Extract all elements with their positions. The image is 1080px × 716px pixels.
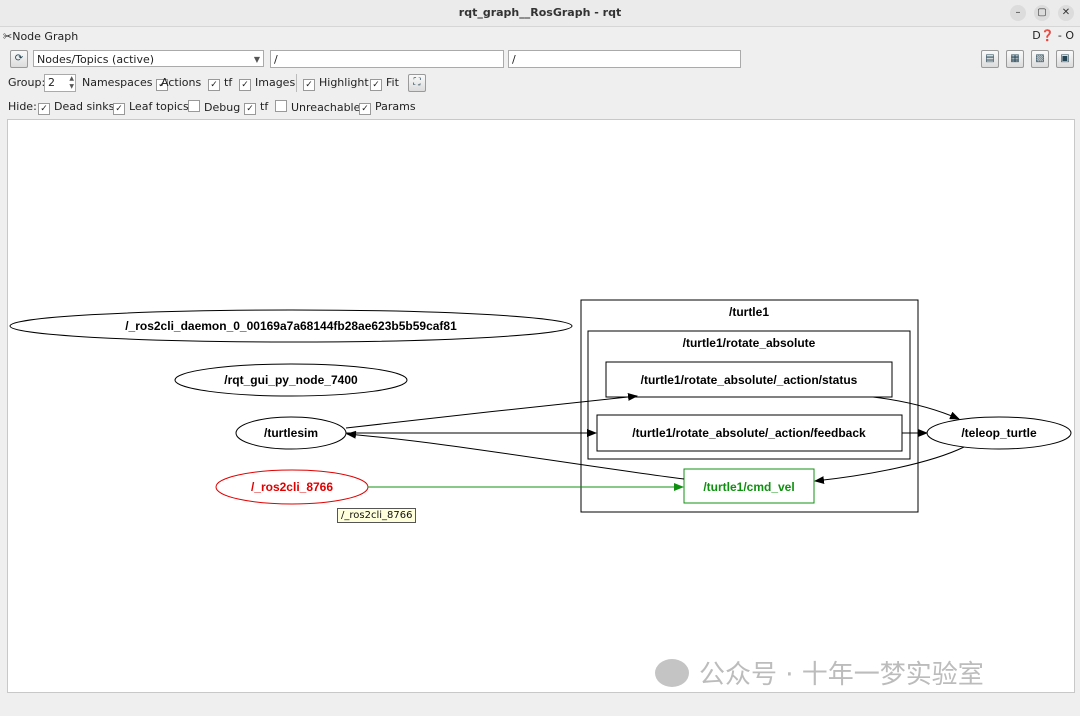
topic-action-status-label: /turtle1/rotate_absolute/_action/status — [641, 373, 858, 387]
topic-action-status[interactable] — [605, 361, 893, 398]
node-tooltip: /_ros2cli_8766 — [337, 508, 417, 523]
window-title: rqt_graph__RosGraph - rqt — [458, 6, 622, 19]
cluster-turtle1[interactable] — [580, 299, 919, 513]
checkmark-icon: ✓ — [38, 103, 50, 115]
save-dot-icon[interactable]: ▦ — [1006, 50, 1024, 68]
toolbar-row: ⟳ Nodes/Topics (active) ▼ / / ▤ ▦ ▧ ▣ — [0, 48, 1080, 70]
checkmark-icon: ✓ — [244, 103, 256, 115]
checkmark-icon: ✓ — [155, 79, 168, 91]
node-ros2cli-8766-label: /_ros2cli_8766 — [251, 480, 333, 494]
hide-options-row: Hide: ✓Dead sinks ✓Leaf topics Debug ✓tf… — [0, 97, 1080, 117]
tf-hide-checkbox[interactable]: ✓tf — [244, 100, 268, 115]
window-titlebar: rqt_graph__RosGraph - rqt – ▢ ✕ — [0, 0, 1080, 27]
debug-checkbox[interactable]: Debug — [188, 100, 240, 114]
plugin-header: ✂Node Graph D❓ - O — [0, 27, 1080, 45]
toolbar-separator — [296, 74, 297, 92]
display-mode-select[interactable]: Nodes/Topics (active) ▼ — [33, 50, 264, 67]
watermark: 公众号 · 十年一梦实验室 — [655, 654, 984, 691]
save-image-icon[interactable]: ▣ — [1056, 50, 1074, 68]
chevron-down-icon: ▼ — [253, 55, 260, 64]
actions-option-label: Actions — [161, 76, 202, 89]
graph-svg: /turtle1 /turtle1/rotate_absolute /_ros2… — [9, 299, 1072, 513]
fit-in-view-icon[interactable]: ⛶ — [408, 74, 426, 92]
group-spinbox[interactable]: 2 ▲▼ — [44, 74, 76, 92]
refresh-icon[interactable]: ⟳ — [10, 50, 28, 68]
load-dot-icon[interactable]: ▤ — [981, 50, 999, 68]
checkmark-icon: ✓ — [208, 79, 220, 91]
checkmark-icon: ✓ — [113, 103, 125, 115]
node-rqt-gui-label: /rqt_gui_py_node_7400 — [224, 373, 358, 387]
plugin-controls[interactable]: D❓ - O — [1032, 29, 1074, 42]
topic-cmd-vel-label: /turtle1/cmd_vel — [703, 480, 794, 494]
dead-sinks-checkbox[interactable]: ✓Dead sinks — [38, 100, 114, 115]
plugin-title: ✂Node Graph — [3, 30, 79, 43]
minimize-button[interactable]: – — [1010, 5, 1026, 21]
checkmark-icon: ✓ — [359, 103, 371, 115]
topic-cmd-vel[interactable] — [683, 468, 815, 504]
save-svg-icon[interactable]: ▧ — [1031, 50, 1049, 68]
cluster-rotate-absolute-label: /turtle1/rotate_absolute — [683, 336, 816, 350]
checkmark-icon: ✓ — [370, 79, 382, 91]
node-teleop-turtle-label: /teleop_turtle — [961, 426, 1037, 440]
tf-checkbox[interactable]: ✓tf — [208, 76, 232, 91]
plugin-grip-icon: ✂ — [3, 30, 13, 43]
edge-status-teleop — [872, 396, 960, 420]
close-button[interactable]: ✕ — [1058, 5, 1074, 21]
node-rqt-gui[interactable] — [174, 363, 408, 397]
fit-checkbox[interactable]: ✓Fit — [370, 76, 399, 91]
topic-filter-input[interactable]: / — [508, 50, 741, 68]
images-checkbox[interactable]: ✓Images — [239, 76, 295, 91]
node-ros2cli-daemon[interactable] — [9, 309, 573, 343]
checkmark-icon: ✓ — [239, 79, 251, 91]
highlight-checkbox[interactable]: ✓Highlight — [303, 76, 369, 91]
group-options-row: Group: 2 ▲▼ Namespaces ✓ Actions ✓tf ✓Im… — [0, 73, 1080, 93]
checkmark-icon: ✓ — [303, 79, 315, 91]
edge-cmdvel-turtlesim — [346, 430, 685, 480]
edge-turtlesim-status — [345, 392, 638, 429]
params-checkbox[interactable]: ✓Params — [359, 100, 416, 115]
leaf-topics-checkbox[interactable]: ✓Leaf topics — [113, 100, 189, 115]
node-filter-input[interactable]: / — [270, 50, 504, 68]
cluster-turtle1-label: /turtle1 — [729, 305, 769, 319]
spin-arrows-icon[interactable]: ▲▼ — [69, 75, 74, 90]
graph-canvas[interactable]: /turtle1 /turtle1/rotate_absolute /_ros2… — [7, 119, 1075, 693]
hide-label: Hide: — [8, 100, 37, 113]
unreachable-checkbox[interactable]: Unreachable — [275, 100, 360, 114]
cluster-rotate-absolute[interactable] — [587, 330, 911, 460]
node-turtlesim-label: /turtlesim — [264, 426, 318, 440]
maximize-button[interactable]: ▢ — [1034, 5, 1050, 21]
namespaces-checkbox[interactable]: Namespaces ✓ — [82, 76, 172, 91]
wechat-icon — [655, 659, 689, 687]
edge-teleop-cmdvel — [814, 446, 965, 485]
topic-action-feedback-label: /turtle1/rotate_absolute/_action/feedbac… — [632, 426, 866, 440]
group-label: Group: — [8, 76, 46, 89]
node-ros2cli-daemon-label: /_ros2cli_daemon_0_00169a7a68144fb28ae62… — [125, 319, 457, 333]
